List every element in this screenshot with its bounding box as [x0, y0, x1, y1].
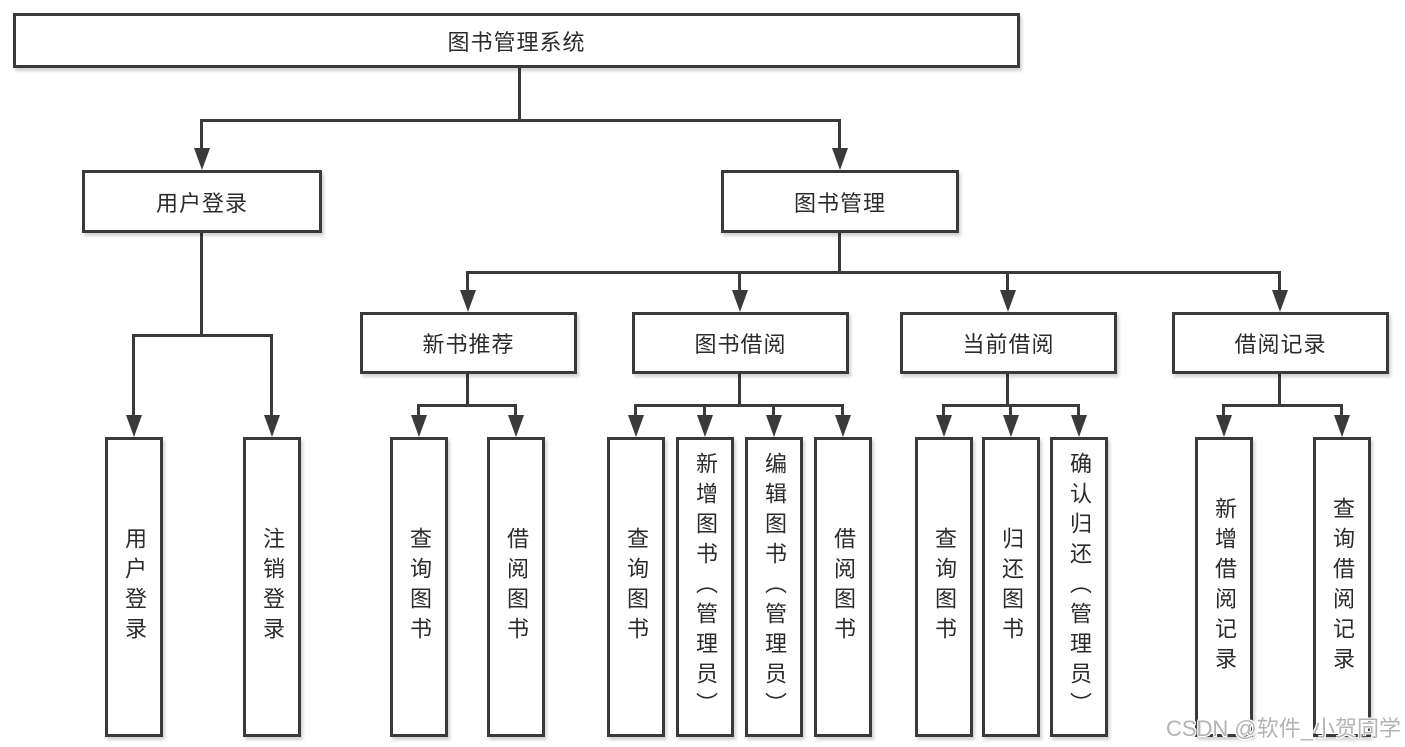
leaf-current-return-books-label: 归还图书 [999, 527, 1024, 647]
arrow-down-icon [732, 290, 748, 312]
connector-book-manage-stem [838, 233, 841, 273]
connector-drop-rec-query [417, 404, 420, 417]
connector-drop-bb-edit [772, 404, 775, 417]
leaf-current-confirm-return-admin: 确认归还（管理员） [1050, 437, 1108, 737]
leaf-borrow-borrow-books-label: 借阅图书 [831, 527, 856, 647]
node-current-borrow: 当前借阅 [900, 312, 1117, 374]
node-new-book-recommend: 新书推荐 [360, 312, 577, 374]
connector-level2-bar [200, 119, 841, 122]
arrow-down-icon [411, 415, 427, 437]
connector-level3-bar [466, 271, 1281, 274]
arrow-down-icon [697, 415, 713, 437]
arrow-down-icon [508, 415, 524, 437]
arrow-down-icon [832, 148, 848, 170]
node-current-borrow-label: 当前借阅 [962, 332, 1055, 357]
node-book-manage-label: 图书管理 [793, 190, 886, 216]
arrow-down-icon [1334, 415, 1350, 437]
arrow-down-icon [835, 415, 851, 437]
arrow-down-icon [126, 415, 142, 437]
connector-drop-cb-confirm [1077, 404, 1080, 417]
connector-root-stem [518, 68, 521, 120]
leaf-current-query-books: 查询图书 [915, 437, 973, 737]
connector-drop-user-login [200, 119, 203, 150]
arrow-down-icon [1216, 415, 1232, 437]
connector-drop-logout-leaf [270, 334, 273, 417]
leaf-user-login: 用户登录 [105, 437, 163, 737]
connector-borrow-stem [738, 374, 741, 405]
connector-user-login-bar [132, 334, 273, 337]
connector-drop-recommend [466, 271, 469, 292]
connector-current-stem [1006, 374, 1009, 405]
node-book-borrow-label: 图书借阅 [694, 332, 787, 357]
leaf-borrow-borrow-books: 借阅图书 [814, 437, 872, 737]
node-new-book-recommend-label: 新书推荐 [422, 332, 515, 357]
node-borrow-records: 借阅记录 [1172, 312, 1389, 374]
arrow-down-icon [1071, 415, 1087, 437]
connector-drop-rec-borrow [514, 404, 517, 417]
leaf-recommend-borrow-books-label: 借阅图书 [504, 527, 529, 647]
connector-drop-br-add [1222, 404, 1225, 417]
connector-drop-cb-return [1009, 404, 1012, 417]
connector-drop-book-manage [838, 119, 841, 150]
leaf-recommend-borrow-books: 借阅图书 [487, 437, 545, 737]
connector-records-bar [1222, 404, 1343, 407]
leaf-records-query-record: 查询借阅记录 [1313, 437, 1371, 737]
connector-drop-br-query [1340, 404, 1343, 417]
arrow-down-icon [1000, 290, 1016, 312]
node-user-login: 用户登录 [82, 170, 322, 233]
leaf-borrow-query-books: 查询图书 [607, 437, 665, 737]
arrow-down-icon [766, 415, 782, 437]
connector-drop-current [1006, 271, 1009, 292]
leaf-user-login-label: 用户登录 [122, 527, 147, 647]
arrow-down-icon [1003, 415, 1019, 437]
connector-drop-records [1278, 271, 1281, 292]
leaf-borrow-edit-books-admin: 编辑图书（管理员） [745, 437, 803, 737]
leaf-records-add-record-label: 新增借阅记录 [1212, 497, 1237, 677]
connector-records-stem [1278, 374, 1281, 405]
arrow-down-icon [1272, 290, 1288, 312]
connector-drop-bb-borrow [841, 404, 844, 417]
node-book-manage: 图书管理 [721, 170, 959, 233]
connector-recommend-bar [417, 404, 517, 407]
node-root: 图书管理系统 [13, 13, 1020, 68]
connector-drop-login-leaf [132, 334, 135, 417]
arrow-down-icon [264, 415, 280, 437]
leaf-records-add-record: 新增借阅记录 [1195, 437, 1253, 737]
leaf-borrow-add-books-admin-label: 新增图书（管理员） [693, 452, 718, 722]
connector-drop-bb-add [703, 404, 706, 417]
leaf-records-query-record-label: 查询借阅记录 [1330, 497, 1355, 677]
connector-drop-bb-query [634, 404, 637, 417]
node-root-label: 图书管理系统 [447, 29, 586, 55]
leaf-current-return-books: 归还图书 [982, 437, 1040, 737]
arrow-down-icon [936, 415, 952, 437]
leaf-logout-label: 注销登录 [260, 527, 285, 647]
leaf-borrow-query-books-label: 查询图书 [624, 527, 649, 647]
leaf-recommend-query-books: 查询图书 [390, 437, 448, 737]
connector-borrow-bar [634, 404, 844, 407]
arrow-down-icon [194, 148, 210, 170]
node-user-login-label: 用户登录 [155, 190, 248, 216]
csdn-watermark: CSDN @软件_小贺同学 [1165, 716, 1401, 741]
connector-drop-borrow [738, 271, 741, 292]
leaf-recommend-query-books-label: 查询图书 [407, 527, 432, 647]
leaf-current-query-books-label: 查询图书 [932, 527, 957, 647]
arrow-down-icon [460, 290, 476, 312]
leaf-borrow-edit-books-admin-label: 编辑图书（管理员） [762, 452, 787, 722]
connector-recommend-stem [466, 374, 469, 405]
leaf-current-confirm-return-admin-label: 确认归还（管理员） [1067, 452, 1092, 722]
node-borrow-records-label: 借阅记录 [1234, 332, 1327, 357]
connector-drop-cb-query [942, 404, 945, 417]
leaf-borrow-add-books-admin: 新增图书（管理员） [676, 437, 734, 737]
leaf-logout: 注销登录 [243, 437, 301, 737]
node-book-borrow: 图书借阅 [632, 312, 849, 374]
connector-user-login-stem [200, 233, 203, 335]
arrow-down-icon [628, 415, 644, 437]
